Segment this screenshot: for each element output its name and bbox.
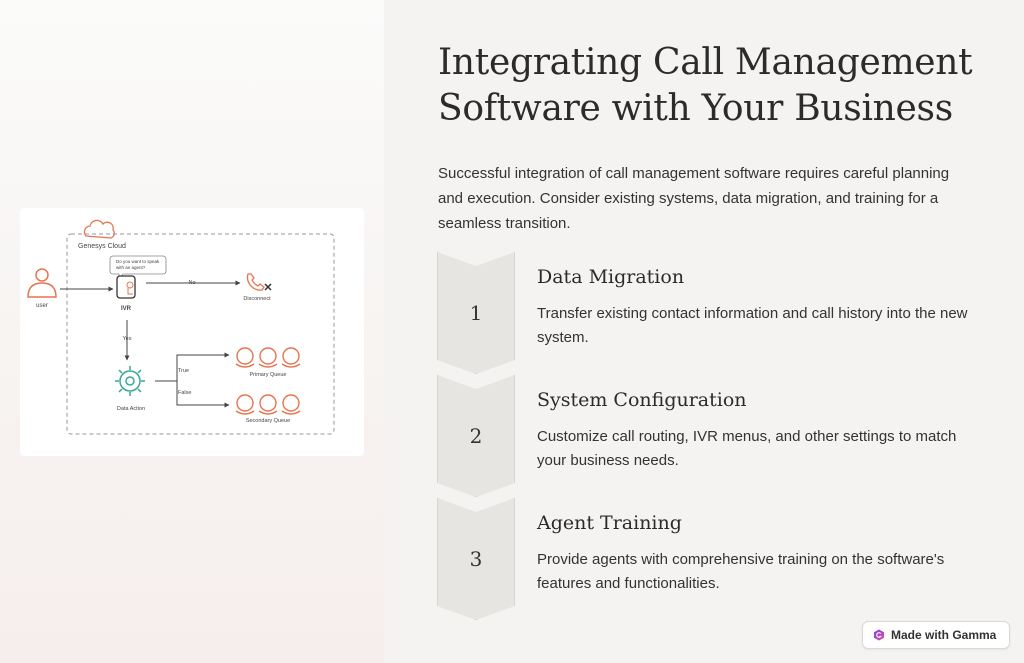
user-label: user [36,303,48,309]
step-title: Data Migration [537,266,685,288]
true-branch-arrow [155,352,230,382]
no-label: No [188,280,195,286]
step-description: Provide agents with comprehensive traini… [537,551,945,592]
step-title: System Configuration [537,389,747,411]
step-number: 3 [469,547,483,571]
ivr-phone-icon [116,275,136,299]
intro-paragraph: Successful integration of call managemen… [438,165,950,232]
cloud-label: Genesys Cloud [78,243,126,250]
step-description: Transfer existing contact information an… [537,305,968,346]
genesys-cloud-boundary [66,233,335,435]
secondary-queue-agents-icon [235,394,301,415]
primary-queue-label: Primary Queue [250,372,287,378]
gamma-logo-icon [874,629,884,641]
true-label: True [178,368,189,374]
step-item-1: 1 Data Migration Transfer existing conta… [437,252,997,374]
step-description: Customize call routing, IVR menus, and o… [537,428,957,469]
step-number: 1 [469,301,483,325]
gear-icon [115,366,145,396]
false-branch-arrow [176,381,230,408]
cloud-icon [83,219,115,239]
false-label: False [178,390,191,396]
secondary-queue-label: Secondary Queue [246,418,290,424]
step-number: 2 [469,424,483,448]
title-line-2: Software with Your Business [438,88,953,129]
badge-label: Made with Gamma [891,628,997,642]
call-flow-diagram: Genesys Cloud user Do you want to speak … [20,208,364,456]
primary-queue-agents-icon [235,347,301,368]
disconnect-phone-icon [246,273,272,291]
data-action-label: Data Action [117,406,145,412]
yes-label: Yes [123,336,132,342]
bubble-text-line1: Do you want to speak [116,259,160,264]
title-line-1: Integrating Call Management [438,42,973,83]
made-with-gamma-button[interactable]: Made with Gamma [862,621,1010,649]
user-icon [27,268,57,298]
page-title: Integrating Call Management Software wit… [438,40,998,132]
ivr-label: IVR [121,306,132,312]
step-item-2: 2 System Configuration Customize call ro… [437,375,997,497]
bubble-text-line2: with an agent? [116,265,146,270]
step-title: Agent Training [537,512,682,534]
call-flow-diagram-svg: Genesys Cloud user Do you want to speak … [27,219,335,435]
step-item-3: 3 Agent Training Provide agents with com… [437,498,997,620]
disconnect-label: Disconnect [243,296,271,302]
